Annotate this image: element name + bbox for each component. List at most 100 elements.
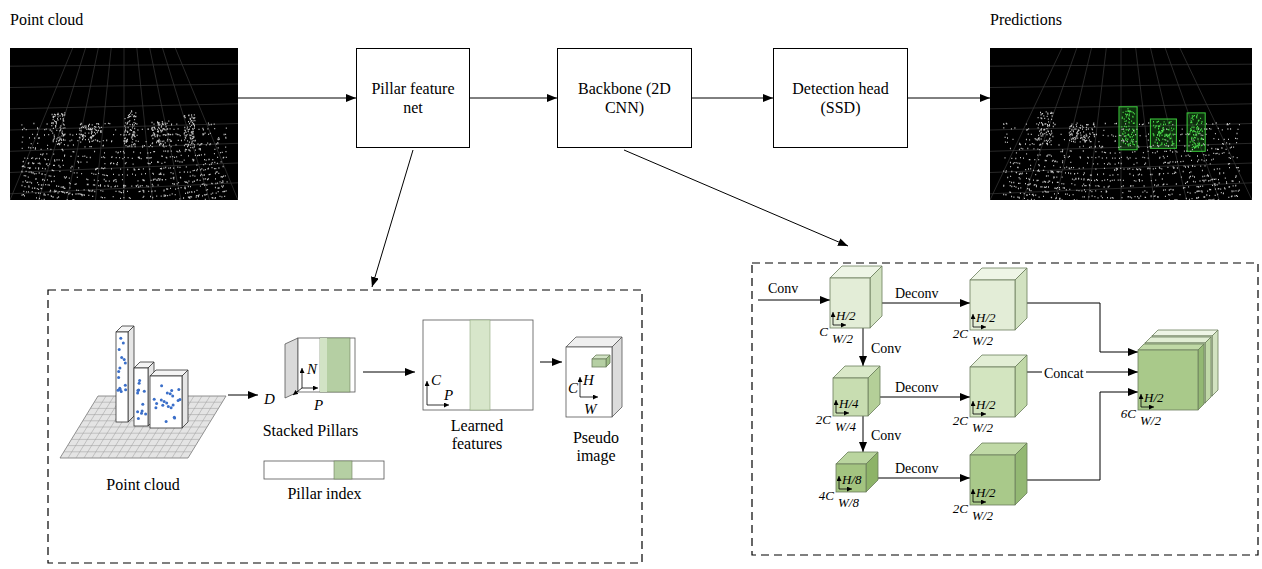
- operation-label: Conv: [768, 279, 798, 297]
- dimension-label: W/8: [838, 493, 859, 511]
- connector-arrow: [863, 328, 864, 366]
- node-text: Predictions: [990, 11, 1062, 28]
- axis-letter: N: [307, 361, 317, 377]
- axis-label: C: [431, 371, 441, 389]
- dimension-label: H/8: [842, 470, 862, 488]
- node-text: Point cloud: [106, 476, 179, 494]
- feature-cube: H/42CW/4: [833, 366, 880, 416]
- connector-arrow: [363, 372, 415, 373]
- edge-label: Deconv: [895, 461, 939, 476]
- connector-arrow: [1027, 392, 1138, 480]
- axis-letter: H: [583, 372, 594, 388]
- node-text: Pillar feature net: [363, 79, 463, 117]
- point-cloud-render: [10, 48, 238, 200]
- dimension-label: W/2: [972, 331, 993, 349]
- node-text: H/8: [842, 472, 862, 487]
- node-text: 2C: [816, 412, 831, 427]
- process-box: Detection head (SSD): [773, 48, 908, 148]
- node-text: W/2: [972, 333, 993, 348]
- node-text: W/2: [832, 331, 853, 346]
- node-text: Stacked Pillars: [263, 422, 359, 440]
- connector-arrow: [908, 98, 990, 99]
- learned-features-figure: Learned features: [415, 315, 540, 465]
- node-text: W/2: [972, 420, 993, 435]
- leader-arrow: [372, 150, 413, 287]
- edge-label-patch: Concat: [1042, 364, 1086, 382]
- connector-arrow: [1027, 303, 1138, 352]
- axis-label: P: [314, 396, 323, 414]
- axis-letter: P: [444, 387, 453, 403]
- connector-arrow: [692, 98, 773, 99]
- box-label: Backbone (2D CNN): [564, 79, 685, 117]
- node-text: 4C: [819, 488, 834, 503]
- edge-label-patch: Deconv: [893, 378, 941, 396]
- dimension-label: 2C: [946, 499, 968, 517]
- connector-arrow: [878, 478, 970, 479]
- node-text: Backbone (2D CNN): [564, 79, 685, 117]
- box-label: Detection head (SSD): [780, 79, 901, 117]
- edge-label: Deconv: [895, 286, 939, 301]
- pillar-index-bar: Pillar index: [262, 458, 387, 508]
- point-cloud-render: [990, 48, 1252, 200]
- node-text: W/8: [838, 495, 859, 510]
- figure-caption: Pseudo image: [562, 429, 630, 466]
- axis-label: C: [568, 379, 578, 397]
- figure-caption: Pillar index: [262, 485, 387, 503]
- image-title: Point cloud: [10, 10, 83, 30]
- figure-caption: Stacked Pillars: [258, 422, 363, 440]
- process-box: Pillar feature net: [356, 48, 470, 148]
- node-text: H/2: [976, 310, 996, 325]
- axis-label: N: [307, 360, 317, 378]
- point-cloud-figure: Point cloud: [58, 318, 228, 498]
- input-arrow: [758, 300, 830, 301]
- edge-label: Conv: [871, 428, 901, 443]
- node-text: H/4: [839, 396, 859, 411]
- edge-label: Concat: [1044, 366, 1084, 381]
- figure-illustration: [58, 318, 228, 498]
- connector-arrow: [863, 416, 864, 452]
- connector-arrow: [228, 395, 258, 396]
- dimension-label: 2C: [946, 324, 968, 342]
- node-text: H/2: [1144, 390, 1164, 405]
- connector-arrow: [540, 362, 562, 363]
- node-text: Learned features: [442, 417, 512, 454]
- box-label: Pillar feature net: [363, 79, 463, 117]
- figure-caption: Learned features: [442, 417, 512, 454]
- node-text: Pillar index: [287, 485, 361, 503]
- node-text: H/2: [836, 308, 856, 323]
- dimension-label: W/4: [835, 417, 856, 435]
- dimension-label: H/2: [1144, 388, 1164, 406]
- dimension-label: H/2: [976, 395, 996, 413]
- stacked-pillars-figure: Stacked Pillars: [258, 330, 363, 448]
- node-text: W/4: [835, 419, 856, 434]
- axis-letter: C: [431, 372, 441, 388]
- edge-label: Deconv: [895, 380, 939, 395]
- process-box: Backbone (2D CNN): [557, 48, 692, 148]
- axis-label: P: [444, 386, 453, 404]
- edge-label: Conv: [871, 341, 901, 356]
- dimension-label: H/4: [839, 394, 859, 412]
- edge-label-patch: Conv: [869, 426, 903, 444]
- deconv-cube: H/22CW/2: [970, 443, 1027, 505]
- axis-letter: D: [264, 391, 275, 407]
- connector-arrow: [470, 98, 557, 99]
- node-text: 2C: [953, 326, 968, 341]
- node-text: Pseudo image: [562, 429, 630, 466]
- dashed-panel: [752, 263, 1258, 555]
- leader-arrow: [624, 150, 848, 246]
- dimension-label: 2C: [946, 411, 968, 429]
- dimension-label: W/2: [832, 329, 853, 347]
- dimension-label: C: [806, 322, 828, 340]
- feature-cube: H/84CW/8: [836, 452, 878, 492]
- deconv-cube: H/22CW/2: [970, 355, 1027, 417]
- node-text: Detection head (SSD): [780, 79, 901, 117]
- node-text: H/2: [976, 397, 996, 412]
- dimension-label: 2C: [809, 410, 831, 428]
- axis-letter: C: [568, 380, 578, 396]
- dimension-label: W/2: [1140, 411, 1161, 429]
- operation-name: Conv: [768, 281, 798, 296]
- edge-label-patch: Deconv: [893, 284, 941, 302]
- axis-letter: P: [314, 397, 323, 413]
- node-text: 6C: [1121, 406, 1136, 421]
- dashed-panel: [48, 290, 642, 563]
